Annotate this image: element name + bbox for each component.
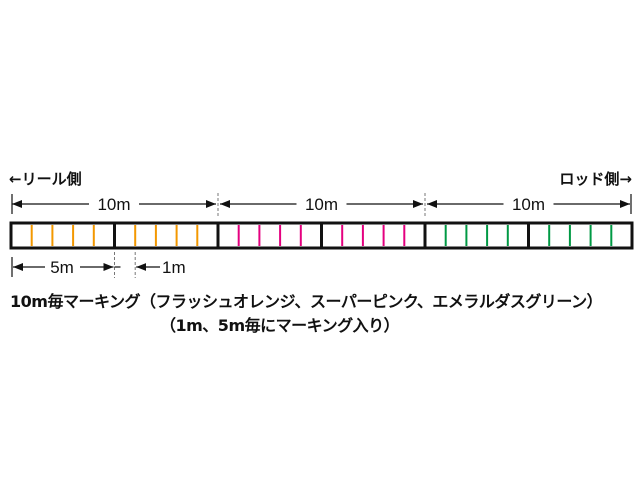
- rod-side-label: ロッド側→: [559, 170, 632, 188]
- section-length-label: 10m: [512, 195, 545, 214]
- section-length-label: 10m: [305, 195, 338, 214]
- marking-sub-description: （1m、5m毎にマーキング入り）: [160, 316, 400, 335]
- section-length-label: 10m: [97, 195, 130, 214]
- one-meter-label: 1m: [162, 258, 186, 277]
- five-meter-label: 5m: [50, 258, 74, 277]
- reel-side-label: ←リール側: [9, 170, 82, 188]
- marking-description: 10m毎マーキング（フラッシュオレンジ、スーパーピンク、エメラルダスグリーン）: [10, 292, 603, 311]
